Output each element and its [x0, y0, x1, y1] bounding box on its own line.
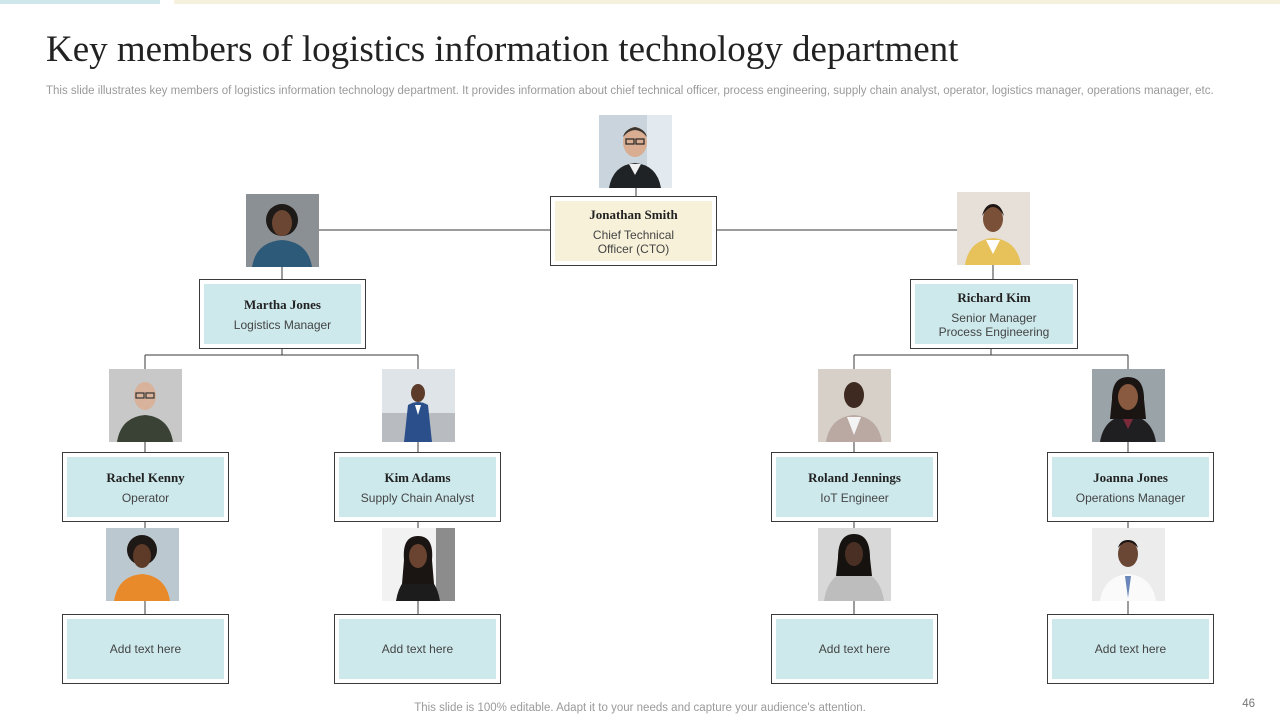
- placeholder-card-3: Add text here: [771, 614, 938, 684]
- avatar-roland-jennings: [818, 369, 891, 442]
- placeholder-text: Add text here: [109, 642, 182, 656]
- placeholder-card-4: Add text here: [1047, 614, 1214, 684]
- placeholder-text: Add text here: [381, 642, 454, 656]
- member-name: Richard Kim: [957, 289, 1031, 305]
- member-name: Jonathan Smith: [589, 206, 678, 222]
- member-card-logistics-manager: Martha Jones Logistics Manager: [199, 279, 366, 349]
- page-number: 46: [1242, 698, 1255, 710]
- member-card-operations-manager: Joanna Jones Operations Manager: [1047, 452, 1214, 522]
- member-role: Logistics Manager: [233, 317, 332, 332]
- placeholder-text: Add text here: [818, 642, 891, 656]
- page-title: Key members of logistics information tec…: [46, 29, 959, 70]
- page-subtitle: This slide illustrates key members of lo…: [46, 85, 1214, 97]
- avatar-rachel-kenny: [109, 369, 182, 442]
- avatar-placeholder-1: [106, 528, 179, 601]
- member-role: Supply Chain Analyst: [360, 490, 475, 505]
- avatar-placeholder-3: [818, 528, 891, 601]
- member-role: Operator: [121, 490, 170, 505]
- member-name: Kim Adams: [384, 469, 451, 485]
- member-name: Martha Jones: [244, 296, 321, 312]
- avatar-placeholder-4: [1092, 528, 1165, 601]
- member-card-supply-chain-analyst: Kim Adams Supply Chain Analyst: [334, 452, 501, 522]
- placeholder-card-1: Add text here: [62, 614, 229, 684]
- member-role: IoT Engineer: [820, 490, 889, 505]
- member-card-senior-manager: Richard Kim Senior Manager Process Engin…: [910, 279, 1078, 349]
- member-role: Chief Technical Officer (CTO): [592, 227, 675, 256]
- member-name: Roland Jennings: [808, 469, 901, 485]
- top-accent-bar-right: [174, 0, 1280, 4]
- member-role: Operations Manager: [1075, 490, 1186, 505]
- member-role: Senior Manager Process Engineering: [938, 310, 1050, 339]
- avatar-richard-kim: [957, 192, 1030, 265]
- member-card-iot-engineer: Roland Jennings IoT Engineer: [771, 452, 938, 522]
- avatar-kim-adams: [382, 369, 455, 442]
- member-name: Rachel Kenny: [106, 469, 185, 485]
- placeholder-card-2: Add text here: [334, 614, 501, 684]
- avatar-martha-jones: [246, 194, 319, 267]
- member-name: Joanna Jones: [1093, 469, 1168, 485]
- placeholder-text: Add text here: [1094, 642, 1167, 656]
- avatar-jonathan-smith: [599, 115, 672, 188]
- member-card-operator: Rachel Kenny Operator: [62, 452, 229, 522]
- avatar-joanna-jones: [1092, 369, 1165, 442]
- avatar-placeholder-2: [382, 528, 455, 601]
- member-card-cto: Jonathan Smith Chief Technical Officer (…: [550, 196, 717, 266]
- top-accent-bar-left: [0, 0, 160, 4]
- footer-note: This slide is 100% editable. Adapt it to…: [414, 702, 866, 714]
